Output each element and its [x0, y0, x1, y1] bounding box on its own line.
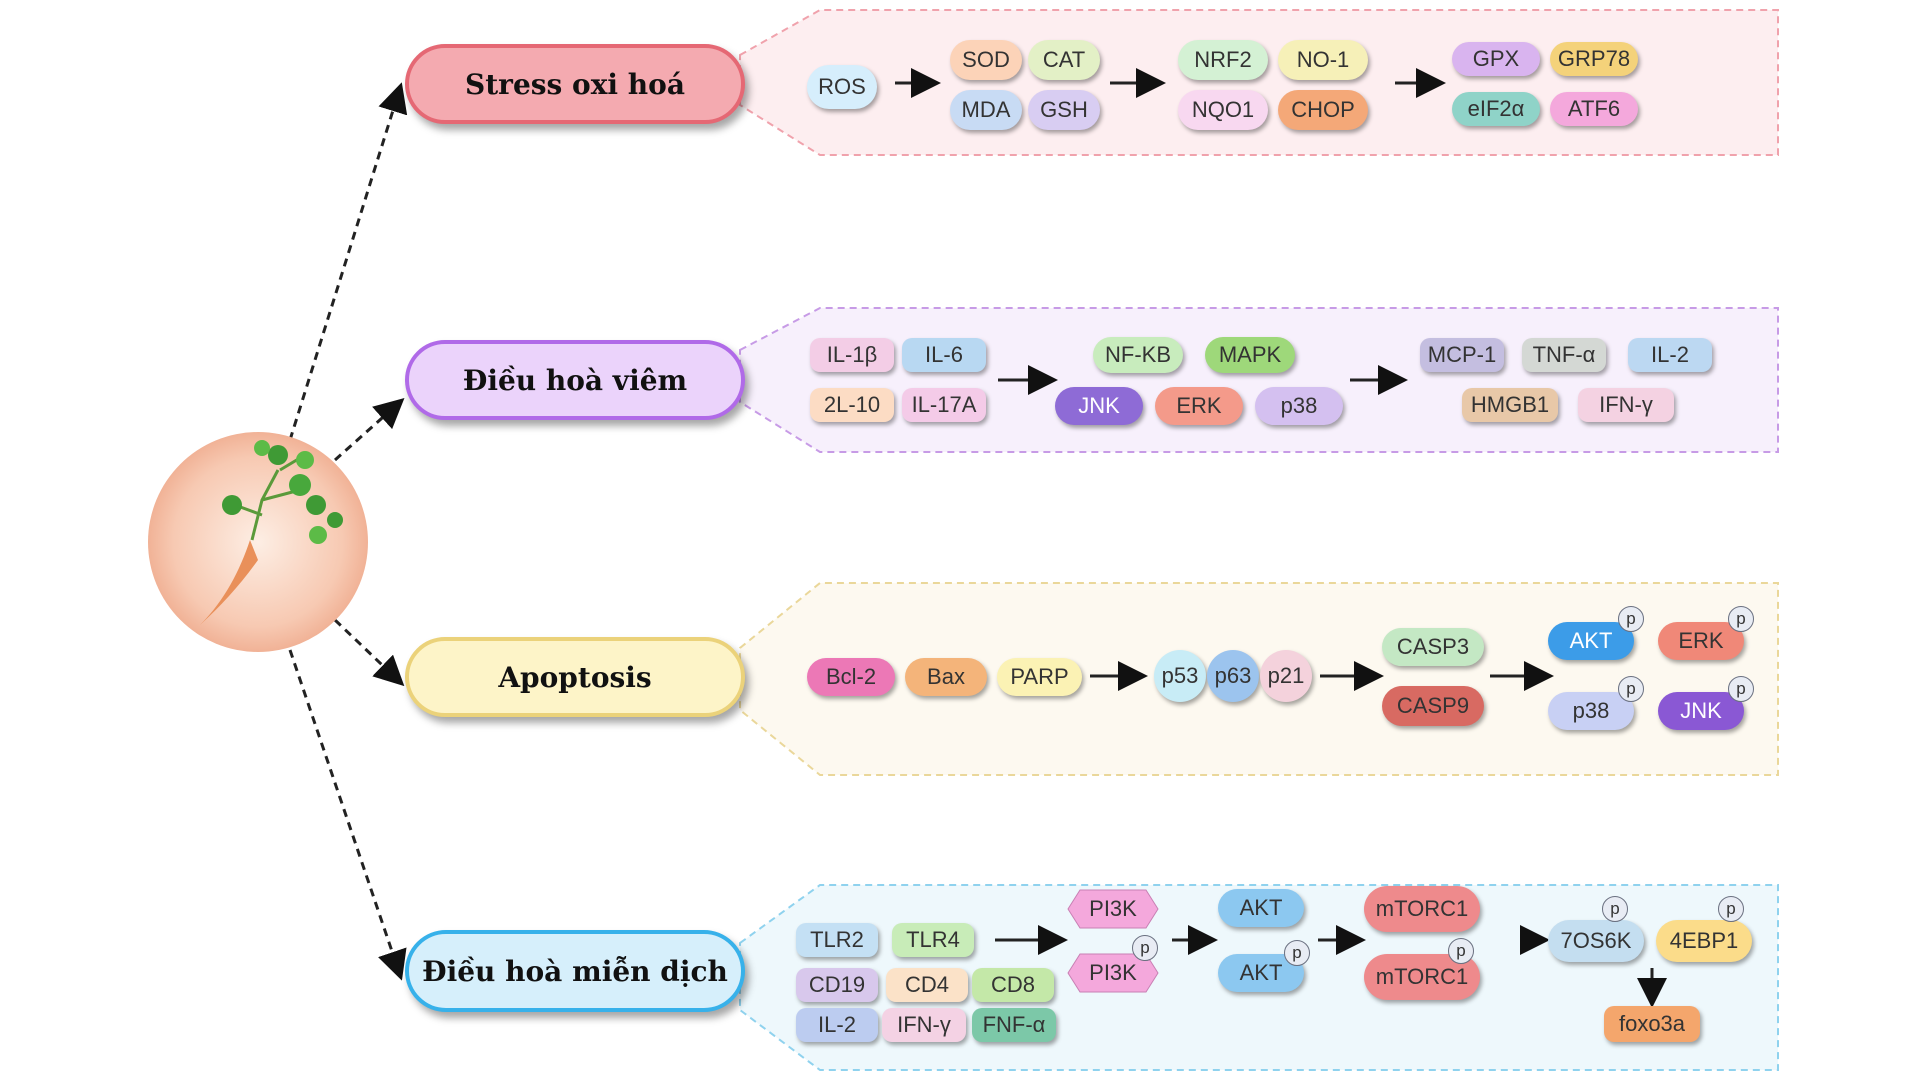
node-akt-apop: AKT: [1548, 622, 1634, 660]
node-no1: NO-1: [1278, 40, 1368, 80]
node-tlr2: TLR2: [796, 923, 878, 957]
node-eif2a: eIF2α: [1452, 92, 1540, 126]
node-p63: p63: [1207, 650, 1259, 702]
node-mcp1: MCP-1: [1420, 338, 1504, 372]
node-tlr4: TLR4: [892, 923, 974, 957]
phospho-badge: p: [1602, 896, 1628, 922]
node-jnk: JNK: [1055, 387, 1143, 425]
label-pi3k: PI3K: [1089, 896, 1137, 921]
node-nfkb: NF-KB: [1093, 337, 1183, 373]
node-sod: SOD: [950, 40, 1022, 80]
category-immune: Điều hoà miễn dịch: [405, 930, 745, 1012]
connector-inflammation: [334, 398, 405, 462]
node-2l10: 2L-10: [810, 388, 894, 422]
label-pi3k: PI3K: [1089, 960, 1137, 985]
node-p21: p21: [1260, 650, 1312, 702]
node-pi3k: PI3K: [1066, 888, 1160, 930]
node-grp78: GRP78: [1550, 42, 1638, 76]
center-circle: [148, 432, 368, 652]
node-nqo1: NQO1: [1178, 90, 1268, 130]
node-nrf2: NRF2: [1178, 40, 1268, 80]
panel-apoptosis: [739, 582, 1779, 776]
node-cd19: CD19: [796, 968, 878, 1002]
connector-apoptosis: [333, 618, 405, 687]
node-p53: p53: [1154, 650, 1206, 702]
node-fnfa: FNF-α: [972, 1008, 1056, 1042]
node-parp: PARP: [997, 658, 1082, 696]
node-atf6: ATF6: [1550, 92, 1638, 126]
category-stress: Stress oxi hoá: [405, 44, 745, 124]
node-mtorc1: mTORC1: [1364, 886, 1480, 932]
node-erk-apop: ERK: [1658, 622, 1744, 660]
phospho-badge: p: [1132, 935, 1158, 961]
phospho-badge: p: [1618, 606, 1644, 632]
node-cd4: CD4: [886, 968, 968, 1002]
node-bcl2: Bcl-2: [807, 658, 895, 696]
node-gpx: GPX: [1452, 42, 1540, 76]
node-mapk: MAPK: [1205, 337, 1295, 373]
node-erk: ERK: [1155, 387, 1243, 425]
node-gsh: GSH: [1028, 90, 1100, 130]
node-cat: CAT: [1028, 40, 1100, 80]
category-inflammation: Điều hoà viêm: [405, 340, 745, 420]
node-tnfa: TNF-α: [1522, 338, 1606, 372]
phospho-badge: p: [1718, 896, 1744, 922]
node-casp3: CASP3: [1382, 628, 1484, 666]
node-foxo3a: foxo3a: [1604, 1006, 1700, 1042]
node-ros: ROS: [807, 65, 877, 109]
node-pi3k-p: PI3K: [1066, 952, 1160, 994]
node-il2: IL-2: [1628, 338, 1712, 372]
phospho-badge: p: [1728, 676, 1754, 702]
phospho-badge: p: [1618, 676, 1644, 702]
node-p38: p38: [1255, 387, 1343, 425]
node-hmgb1: HMGB1: [1462, 388, 1558, 422]
node-p38-apop: p38: [1548, 692, 1634, 730]
ginseng-icon: [200, 440, 343, 625]
node-mda: MDA: [950, 90, 1022, 130]
node-il6: IL-6: [902, 338, 986, 372]
node-7os6k: 7OS6K: [1548, 920, 1644, 962]
node-4ebp1: 4EBP1: [1656, 920, 1752, 962]
phospho-badge: p: [1728, 606, 1754, 632]
node-il17a: IL-17A: [902, 388, 986, 422]
node-casp9: CASP9: [1382, 686, 1484, 726]
connector-immune: [288, 649, 407, 981]
node-jnk-apop: JNK: [1658, 692, 1744, 730]
node-il2-imm: IL-2: [796, 1008, 878, 1042]
node-cd8: CD8: [972, 968, 1054, 1002]
node-akt-imm: AKT: [1218, 889, 1304, 927]
phospho-badge: p: [1284, 940, 1310, 966]
node-il1b: IL-1β: [810, 338, 894, 372]
category-apoptosis: Apoptosis: [405, 637, 745, 717]
node-bax: Bax: [905, 658, 987, 696]
connector-stress: [288, 82, 408, 441]
node-ifng: IFN-γ: [1578, 388, 1674, 422]
phospho-badge: p: [1448, 938, 1474, 964]
node-chop: CHOP: [1278, 90, 1368, 130]
panel-inflammation: [739, 307, 1779, 453]
node-ifng-imm: IFN-γ: [882, 1008, 966, 1042]
